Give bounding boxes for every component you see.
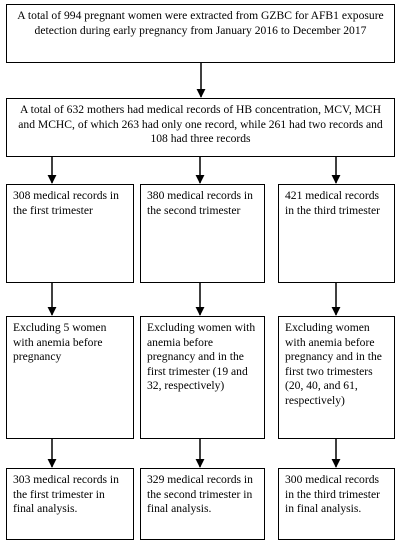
top-box-text: A total of 994 pregnant women were extra… xyxy=(17,9,384,37)
top-box: A total of 994 pregnant women were extra… xyxy=(6,4,395,63)
third-trimester-final-box: 300 medical records in the third trimest… xyxy=(278,468,395,540)
third-trimester-exclusion-box: Excluding women with anemia before pregn… xyxy=(278,316,395,439)
third-trimester-exclusion-text: Excluding women with anemia before pregn… xyxy=(285,321,382,407)
first-trimester-final-text: 303 medical records in the first trimest… xyxy=(13,473,119,515)
second-trimester-exclusion-text: Excluding women with anemia before pregn… xyxy=(147,321,256,392)
second-box: A total of 632 mothers had medical recor… xyxy=(6,98,395,157)
third-trimester-records-text: 421 medical records in the third trimest… xyxy=(285,189,380,217)
third-trimester-final-text: 300 medical records in the third trimest… xyxy=(285,473,380,515)
first-trimester-exclusion-text: Excluding 5 women with anemia before pre… xyxy=(13,321,107,363)
second-trimester-records-text: 380 medical records in the second trimes… xyxy=(147,189,253,217)
second-box-text: A total of 632 mothers had medical recor… xyxy=(18,103,383,145)
second-trimester-final-text: 329 medical records in the second trimes… xyxy=(147,473,253,515)
second-trimester-records-box: 380 medical records in the second trimes… xyxy=(140,184,265,283)
first-trimester-records-box: 308 medical records in the first trimest… xyxy=(6,184,134,283)
second-trimester-final-box: 329 medical records in the second trimes… xyxy=(140,468,265,540)
third-trimester-records-box: 421 medical records in the third trimest… xyxy=(278,184,395,283)
first-trimester-records-text: 308 medical records in the first trimest… xyxy=(13,189,119,217)
first-trimester-exclusion-box: Excluding 5 women with anemia before pre… xyxy=(6,316,134,439)
second-trimester-exclusion-box: Excluding women with anemia before pregn… xyxy=(140,316,265,439)
first-trimester-final-box: 303 medical records in the first trimest… xyxy=(6,468,134,540)
